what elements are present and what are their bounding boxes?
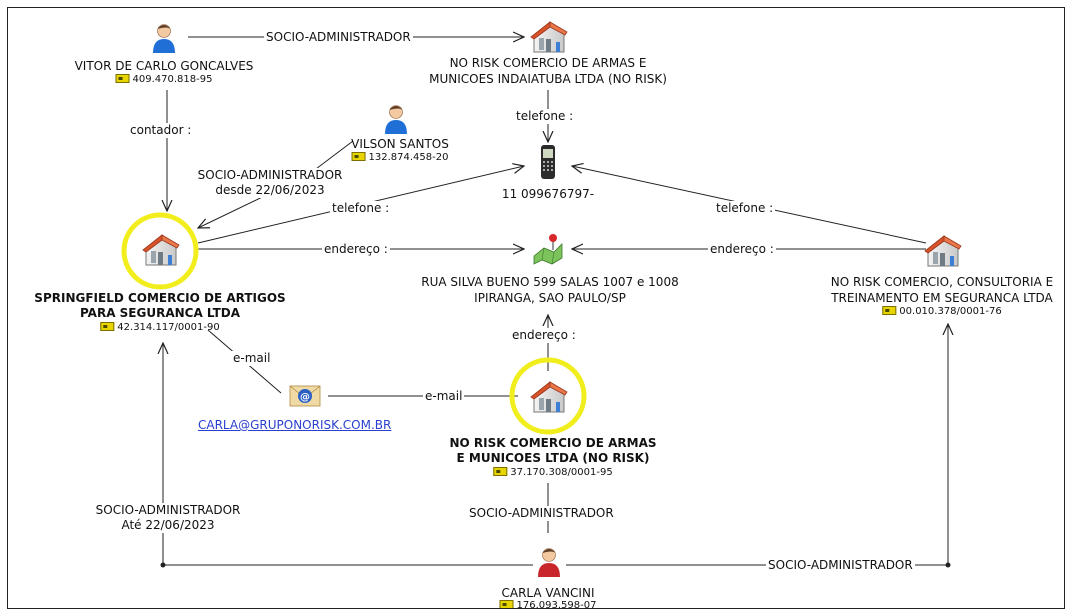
- company-name-indaiatuba-l2: MUNICOES INDAIATUBA LTDA (NO RISK): [429, 72, 667, 86]
- edge-label-vilson-socio-l1: SOCIO-ADMINISTRADOR: [195, 168, 345, 183]
- person-icon-vilson: [384, 105, 408, 135]
- highlight-ring-armas: [509, 357, 587, 435]
- person-doc-vitor: 409.470.818-95: [115, 74, 212, 86]
- address-line2: IPIRANGA, SAO PAULO/SP: [474, 291, 626, 305]
- edge-label-indaiatuba-telefone: telefone :: [514, 109, 576, 124]
- edge-label-springfield-telefone: telefone :: [330, 201, 392, 216]
- company-name-armas-l1: NO RISK COMERCIO DE ARMAS: [449, 436, 657, 450]
- highlight-ring-springfield: [121, 212, 199, 290]
- building-icon-armas: [530, 381, 568, 413]
- company-name-indaiatuba-l1: NO RISK COMERCIO DE ARMAS E: [449, 56, 647, 70]
- company-doc-consultoria: 00.010.378/0001-76: [882, 306, 1002, 318]
- building-icon-indaiatuba: [530, 21, 568, 53]
- edge-label-carla-consultoria: SOCIO-ADMINISTRADOR: [766, 558, 915, 573]
- edge-label-carla-springfield-l1: SOCIO-ADMINISTRADOR: [93, 503, 243, 518]
- edge-label-carla-springfield-l2: Até 22/06/2023: [119, 518, 217, 533]
- person-name-vitor: VITOR DE CARLO GONCALVES: [74, 59, 254, 73]
- edge-label-vilson-socio-l2: desde 22/06/2023: [213, 183, 327, 198]
- edge-label-armas-endereco: endereço :: [510, 328, 578, 343]
- edge-label-contador: contador :: [128, 123, 194, 138]
- edge-label-consultoria-telefone: telefone :: [714, 201, 776, 216]
- id-card-icon: [499, 600, 514, 608]
- id-card-icon: [115, 74, 130, 83]
- edges-layer: @: [121, 21, 962, 578]
- phone-number: 11 099676797-: [501, 187, 595, 201]
- svg-text:@: @: [300, 392, 310, 403]
- id-card-icon: [882, 306, 897, 315]
- company-name-consultoria-l2: TREINAMENTO EM SEGURANCA LTDA: [831, 291, 1053, 305]
- edge-label-springfield-endereco: endereço :: [322, 242, 390, 257]
- person-icon-carla: [537, 548, 561, 578]
- address-line1: RUA SILVA BUENO 599 SALAS 1007 e 1008: [421, 275, 679, 289]
- person-doc-vilson: 132.874.458-20: [351, 152, 448, 164]
- person-name-carla: CARLA VANCINI: [501, 586, 595, 600]
- map-pin-icon: [533, 234, 563, 265]
- edge-label-carla-armas: SOCIO-ADMINISTRADOR: [467, 506, 616, 521]
- company-doc-springfield: 42.314.117/0001-90: [100, 322, 220, 334]
- building-icon-springfield: [142, 234, 180, 266]
- edge-label-springfield-email: e-mail: [231, 351, 273, 366]
- building-icon-consultoria: [924, 235, 962, 267]
- email-address-link[interactable]: CARLA@GRUPONORISK.COM.BR: [198, 418, 392, 432]
- email-icon: @: [289, 385, 321, 407]
- company-name-armas-l2: E MUNICOES LTDA (NO RISK): [456, 451, 650, 465]
- person-icon-vitor: [152, 24, 176, 54]
- phone-icon: [541, 145, 555, 179]
- person-name-vilson: VILSON SANTOS: [351, 137, 449, 151]
- id-card-icon: [100, 322, 115, 331]
- id-card-icon: [351, 152, 366, 161]
- company-doc-armas: 37.170.308/0001-95: [493, 467, 613, 479]
- edge-label-armas-email: e-mail: [423, 389, 465, 404]
- company-name-springfield-l2: PARA SEGURANCA LTDA: [79, 306, 241, 320]
- person-doc-carla: 176.093.598-07: [499, 600, 596, 608]
- diagram-canvas: @ VITOR DE CARLO GONCALVES 409.470.818-9…: [7, 7, 1065, 609]
- company-name-consultoria-l1: NO RISK COMERCIO, CONSULTORIA E: [830, 275, 1054, 289]
- company-name-springfield-l1: SPRINGFIELD COMERCIO DE ARTIGOS: [34, 291, 286, 305]
- edge-label-consultoria-endereco: endereço :: [708, 242, 776, 257]
- edge-label-vitor-indaiatuba: SOCIO-ADMINISTRADOR: [264, 30, 413, 45]
- id-card-icon: [493, 467, 508, 476]
